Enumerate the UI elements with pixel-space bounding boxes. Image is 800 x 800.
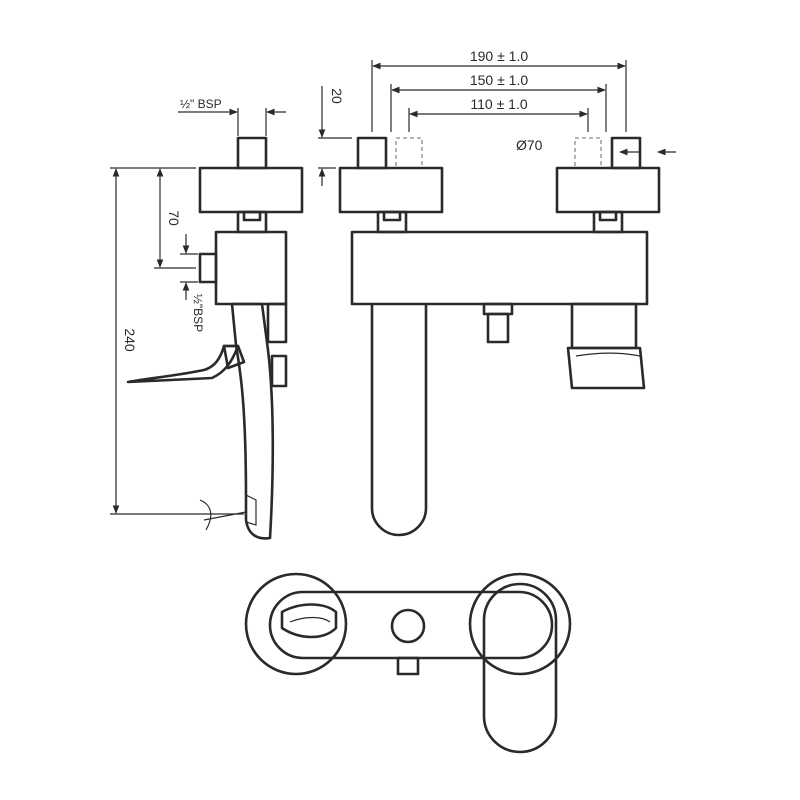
dim-label-240: 240 [122,328,138,352]
front-handle-neck [570,302,638,350]
side-spout [230,302,275,540]
front-right-flange [555,166,661,214]
top-spout-stub [396,656,420,676]
top-left-flange [244,572,348,676]
spout-angle-arc [199,499,212,531]
top-diverter [390,608,426,644]
dim-label-diameter: Ø70 [516,137,543,153]
side-view [126,136,304,540]
side-flange [198,166,304,214]
dim-label-bsp-top: ½" BSP [180,97,222,111]
side-inlet-stub [236,136,268,170]
front-spout [370,302,428,537]
front-diverter-base [482,302,514,316]
side-lever-hub [222,344,246,370]
side-connector-nut [242,210,262,222]
front-right-inlet-hidden [574,137,602,169]
front-left-flange [338,166,444,214]
front-handle-edge [575,352,641,357]
front-left-inlet-hidden [395,137,423,169]
front-left-connector [376,210,408,234]
top-right-flange [468,572,572,676]
top-body [268,590,554,660]
dimensions: 190 ± 1.0 150 ± 1.0 110 ± 1.0 Ø70 20 ½" … [110,48,676,531]
front-body [350,230,649,306]
dim-label-190: 190 ± 1.0 [470,48,528,64]
side-lower-stem [266,302,288,344]
front-diverter-knob [486,312,510,344]
top-right-handle [482,582,558,754]
dim-label-bsp-side: ½"BSP [191,294,205,332]
front-right-connector [592,210,624,234]
front-view [338,136,661,537]
top-view [244,572,572,754]
dim-label-20: 20 [329,88,345,104]
top-left-lever-edge [289,616,331,623]
side-spout-tip [245,494,257,526]
side-body [214,230,288,306]
side-lever-handle [126,344,240,384]
side-port [198,252,218,284]
dim-label-110: 110 ± 1.0 [470,96,527,112]
spout-angle-line [203,511,247,521]
front-right-inlet [610,136,642,170]
side-lever-block [270,354,288,388]
dim-label-70: 70 [166,210,182,226]
top-left-lever [280,603,338,639]
front-handle-cap [566,346,646,390]
front-left-inlet [356,136,388,170]
dim-label-150: 150 ± 1.0 [470,72,528,88]
side-connector [236,210,268,234]
front-right-nut [598,210,618,222]
front-left-nut [382,210,402,222]
